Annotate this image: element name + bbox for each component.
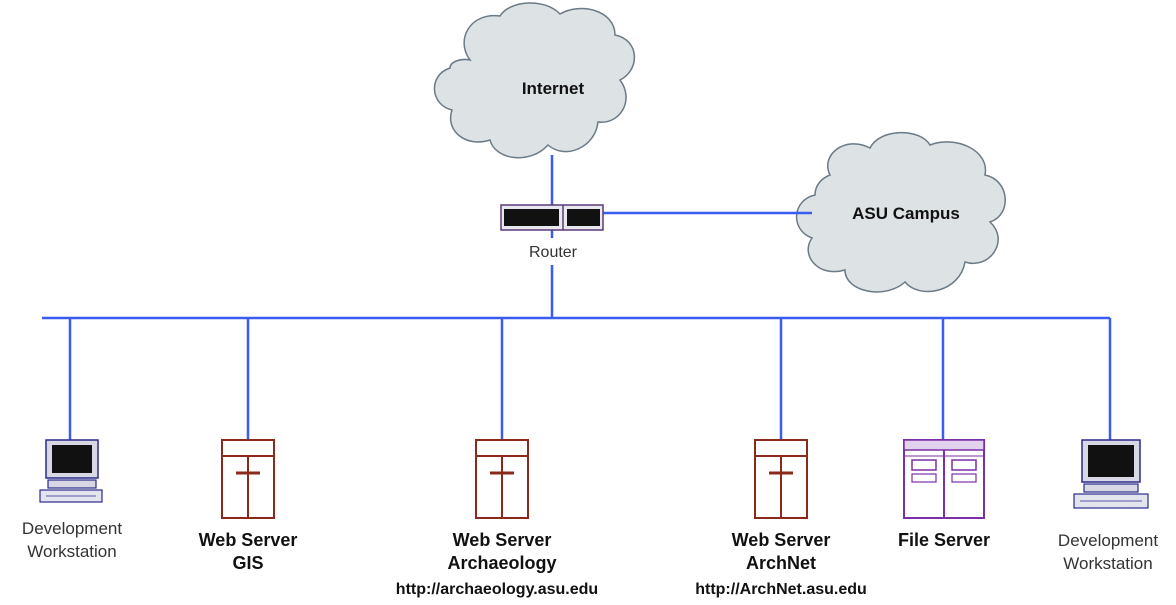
node-label-archaeology-server: Web Server Archaeology: [447, 529, 556, 575]
node-label-line: Archaeology: [447, 553, 557, 573]
node-label-archnet-server: Web Server ArchNet: [732, 529, 831, 575]
internet-cloud: [433, 2, 636, 159]
internet-cloud-shape: [433, 2, 636, 159]
node-label-line: Workstation: [1063, 554, 1153, 573]
node-label-line: GIS: [232, 553, 264, 573]
server-icon: [754, 439, 808, 519]
workstation-icon: [39, 439, 103, 503]
node-label-line: Web Server: [452, 530, 552, 550]
node-label-gis-server: Web Server GIS: [199, 529, 298, 575]
router-icon: [500, 204, 604, 231]
node-label-line: Web Server: [731, 530, 831, 550]
node-label-line: ArchNet: [745, 553, 816, 573]
node-label-workstation-right: Development Workstation: [1058, 529, 1158, 575]
file-server-icon: [903, 439, 985, 519]
server-icon: [221, 439, 275, 519]
node-label-line: Workstation: [27, 542, 117, 561]
node-label-line: File Server: [897, 530, 991, 550]
campus-cloud-label: ASU Campus: [852, 204, 960, 223]
node-label-line: Development: [1057, 531, 1159, 550]
node-label-file-server: File Server: [898, 529, 990, 552]
campus-cloud: [795, 131, 1006, 293]
node-url-archaeology: http://archaeology.asu.edu: [395, 581, 599, 598]
node-label-line: Web Server: [198, 530, 298, 550]
node-label-line: Development: [21, 519, 123, 538]
node-url-archnet: http://ArchNet.asu.edu: [695, 581, 867, 598]
server-icon: [475, 439, 529, 519]
node-label-workstation-left: Development Workstation: [22, 517, 122, 563]
router-label: Router: [528, 244, 578, 261]
campus-cloud-shape: [795, 131, 1006, 293]
workstation-icon: [1073, 439, 1149, 509]
internet-cloud-label: Internet: [521, 79, 585, 98]
